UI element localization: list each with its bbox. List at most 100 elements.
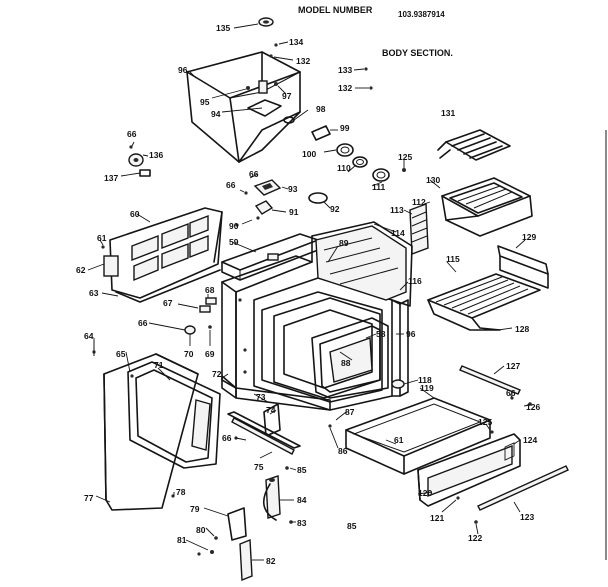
- model-number-value: 103.9387914: [398, 10, 445, 19]
- switch-93: [253, 179, 282, 196]
- cutouts-67-68: [199, 297, 217, 313]
- label-137: 137: [104, 173, 118, 183]
- screw-66b: [244, 191, 248, 195]
- label-61b: 61: [394, 435, 404, 445]
- bracket-137: [139, 169, 151, 177]
- insulation-block-113: [409, 203, 429, 255]
- label-66c: 66: [226, 180, 236, 190]
- screw-66a: [129, 145, 133, 149]
- label-84: 84: [297, 495, 307, 505]
- label-128: 128: [515, 324, 529, 334]
- screw-125: [402, 168, 406, 172]
- oven-rack-115: [427, 273, 541, 331]
- label-111: 111: [372, 182, 386, 192]
- label-85b: 85: [347, 521, 357, 531]
- part-number-labels: 135 134 132 133 132 96 95 97 94 98 99 10…: [76, 23, 540, 566]
- label-127: 127: [506, 361, 520, 371]
- label-123: 123: [520, 512, 534, 522]
- label-68: 68: [205, 285, 215, 295]
- slide-127: [459, 365, 521, 395]
- vent-cap-135: [258, 17, 274, 27]
- bracket-79: [227, 507, 247, 541]
- label-66b: 66: [249, 169, 259, 179]
- ring-100: [336, 143, 354, 157]
- rack-support-129: [497, 245, 549, 289]
- label-67: 67: [163, 298, 173, 308]
- leg-82: [239, 538, 253, 582]
- label-132b: 132: [338, 83, 352, 93]
- label-110: 110: [337, 163, 351, 173]
- label-113: 113: [390, 205, 404, 215]
- ring-110: [352, 156, 368, 168]
- knob-136: [128, 153, 144, 167]
- screw-66g: [510, 396, 514, 400]
- label-134: 134: [289, 37, 303, 47]
- label-97: 97: [282, 91, 292, 101]
- label-119: 119: [420, 383, 434, 393]
- label-132: 132: [296, 56, 310, 66]
- label-120: 120: [418, 488, 432, 498]
- label-118: 118: [418, 375, 432, 385]
- label-66a: 66: [127, 129, 137, 139]
- label-136: 136: [149, 150, 163, 160]
- label-131: 131: [441, 108, 455, 118]
- label-133: 133: [338, 65, 352, 75]
- label-60: 60: [130, 209, 140, 219]
- label-58: 58: [376, 329, 386, 339]
- label-82: 82: [266, 556, 276, 566]
- screw-134: [274, 43, 278, 47]
- label-130: 130: [426, 175, 440, 185]
- label-72: 72: [212, 369, 222, 379]
- screw-83: [289, 520, 293, 524]
- label-81: 81: [177, 535, 187, 545]
- label-95: 95: [200, 97, 210, 107]
- model-number-label: MODEL NUMBER: [298, 5, 373, 15]
- bracket-91: [254, 200, 274, 215]
- door-liner-71: [127, 361, 221, 469]
- label-59: 59: [229, 237, 239, 247]
- label-116: 116: [408, 276, 422, 286]
- screw-66c: [256, 216, 260, 220]
- label-64: 64: [84, 331, 94, 341]
- label-79: 79: [190, 504, 200, 514]
- label-80: 80: [196, 525, 206, 535]
- label-115: 115: [446, 254, 460, 264]
- label-88: 88: [341, 358, 351, 368]
- trim-strip-123: [477, 465, 569, 511]
- screw-125b: [490, 430, 494, 434]
- label-70: 70: [184, 349, 194, 359]
- label-74: 74: [266, 405, 276, 415]
- label-91: 91: [289, 207, 299, 217]
- top-heat-shield-96: [186, 51, 301, 163]
- label-89: 89: [339, 238, 349, 248]
- label-71: 71: [154, 360, 164, 370]
- label-87: 87: [345, 407, 355, 417]
- screw-132b: [369, 86, 373, 90]
- label-66d: 66: [138, 318, 148, 328]
- screw-81: [210, 550, 214, 554]
- range-body-frame: [221, 221, 413, 411]
- handle-124: [504, 442, 515, 461]
- gasket-99: [311, 125, 331, 141]
- label-85a: 85: [297, 465, 307, 475]
- label-125b: 125: [478, 417, 492, 427]
- label-78: 78: [176, 487, 186, 497]
- label-135: 135: [216, 23, 230, 33]
- label-66e: 66: [506, 388, 516, 398]
- label-93: 93: [288, 184, 298, 194]
- label-69: 69: [205, 349, 215, 359]
- screw-90: [235, 223, 239, 227]
- label-94: 94: [211, 109, 221, 119]
- control-panel-60: [103, 207, 223, 299]
- label-86: 86: [338, 446, 348, 456]
- screw-85a: [285, 466, 289, 470]
- label-61a: 61: [97, 233, 107, 243]
- label-96b: 96: [406, 329, 416, 339]
- screw-121: [456, 496, 460, 500]
- screw-65: [130, 374, 134, 378]
- label-99: 99: [340, 123, 350, 133]
- label-63: 63: [89, 288, 99, 298]
- label-129: 129: [522, 232, 536, 242]
- kick-plate-75: [227, 411, 301, 455]
- screw-86: [328, 424, 332, 428]
